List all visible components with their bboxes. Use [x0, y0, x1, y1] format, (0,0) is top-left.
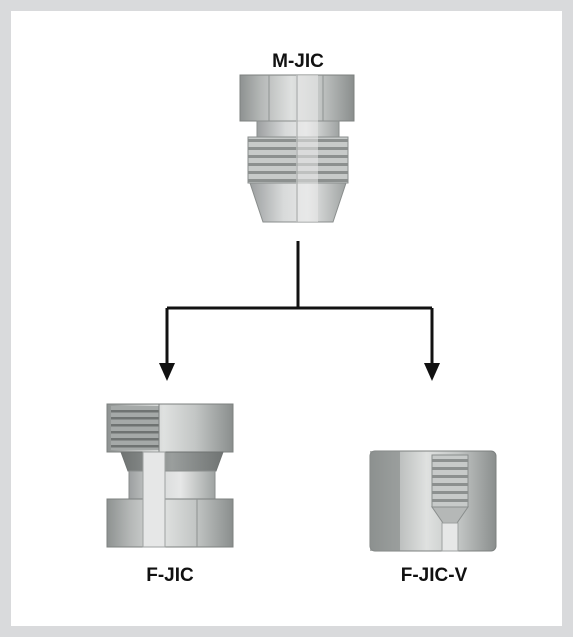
arrow-left	[159, 363, 175, 381]
m-jic-fitting-image	[239, 74, 355, 223]
f-jic-fitting-image	[106, 403, 234, 548]
diagram-canvas	[106, 74, 497, 552]
f-jic-v-fitting-image	[369, 450, 497, 552]
tree-connector	[165, 241, 434, 363]
node-label-f-jic: F-JIC	[146, 565, 194, 586]
arrow-right	[424, 363, 440, 381]
node-label-m-jic: M-JIC	[272, 51, 324, 72]
node-label-f-jic-v: F-JIC-V	[400, 565, 468, 586]
diagram-card: M-JIC F-JIC F-JIC-V	[11, 11, 562, 626]
